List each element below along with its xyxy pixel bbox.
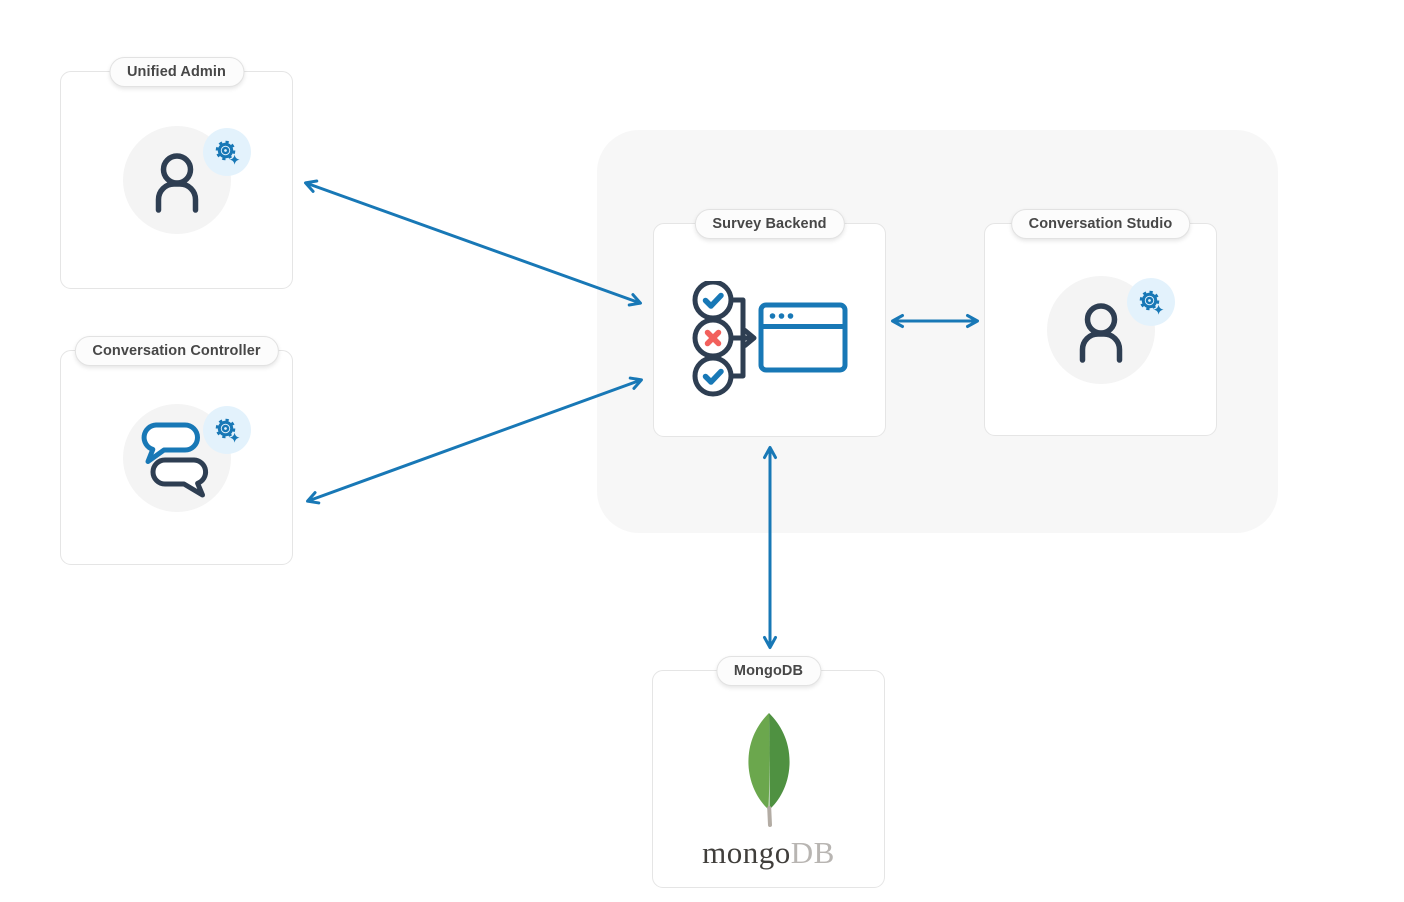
avatar-circle — [122, 403, 251, 512]
mongodb-leaf-icon — [747, 712, 790, 827]
x-icon — [704, 329, 721, 347]
node-label: Conversation Controller — [92, 343, 261, 359]
gear-badge — [1126, 277, 1175, 326]
node-label: Survey Backend — [712, 216, 827, 232]
node-label-pill: Conversation Studio — [1010, 209, 1191, 239]
node-label: Unified Admin — [126, 64, 227, 80]
node-label-pill: Conversation Controller — [74, 336, 279, 366]
edge-unified-admin-survey-backend — [304, 179, 642, 307]
node-survey-backend: Survey Backend — [653, 209, 886, 437]
node-conversation-studio: Conversation Studio — [984, 209, 1217, 436]
user-icon — [155, 153, 198, 213]
edge-conversation-controller-survey-backend — [306, 376, 643, 505]
mongodb-wordmark: mongoDB — [702, 837, 835, 868]
check-icon — [702, 292, 724, 309]
gear-plus-icon — [215, 418, 240, 443]
survey-validation-browser-icon — [692, 281, 847, 397]
node-label: MongoDB — [733, 663, 804, 679]
user-icon — [1079, 302, 1122, 363]
gear-badge — [202, 405, 251, 454]
node-label-pill: Unified Admin — [108, 57, 245, 87]
node-label-pill: MongoDB — [715, 656, 822, 686]
gear-plus-icon — [1139, 290, 1164, 315]
mongodb-wordmark-mongo: mongo — [702, 834, 791, 870]
gear-plus-icon — [215, 140, 240, 165]
node-unified-admin: Unified Admin — [60, 57, 293, 289]
mongodb-wordmark-db: DB — [790, 834, 835, 870]
avatar-circle — [1046, 275, 1175, 384]
node-label: Conversation Studio — [1028, 216, 1173, 232]
avatar-circle — [122, 126, 251, 234]
gear-badge — [202, 128, 251, 176]
check-icon — [702, 368, 724, 385]
chat-bubbles-icon — [141, 422, 208, 497]
browser-window-icon — [758, 302, 847, 373]
mongodb-logo: mongoDB — [653, 671, 884, 887]
node-label-pill: Survey Backend — [694, 209, 845, 239]
node-conversation-controller: Conversation Controller — [60, 336, 293, 565]
node-mongodb: MongoDB mongoDB — [652, 656, 885, 888]
